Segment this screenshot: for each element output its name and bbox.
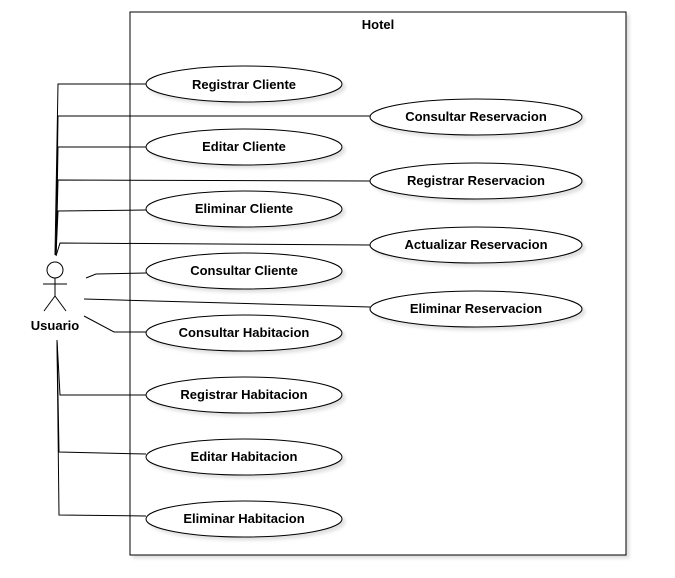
use-case-label: Registrar Habitacion [180,387,307,402]
system-title: Hotel [362,17,395,32]
actor-head [46,261,64,279]
actor-label: Usuario [31,318,79,333]
assoc-consultar-habitacion [83,315,146,333]
use-case-label: Eliminar Reservacion [410,301,542,316]
use-case-consultar-cliente: Consultar Cliente [145,252,343,290]
use-case-registrar-cliente: Registrar Cliente [145,65,343,103]
assoc-registrar-cliente [54,83,146,256]
use-case-label: Eliminar Habitacion [183,511,304,526]
use-case-consultar-reservacion: Consultar Reservacion [369,98,583,136]
use-case-editar-habitacion: Editar Habitacion [145,438,343,476]
use-case-label: Consultar Reservacion [405,109,547,124]
assoc-registrar-habitacion [56,339,146,396]
actor-left-leg [43,295,56,312]
use-case-editar-cliente: Editar Cliente [145,128,343,166]
use-case-label: Consultar Cliente [190,263,298,278]
associations [54,83,371,517]
use-case-eliminar-reservacion: Eliminar Reservacion [369,290,583,328]
use-case-registrar-reservacion: Registrar Reservacion [369,162,583,200]
actor-usuario: Usuario [31,261,79,333]
actor-right-leg [54,295,67,312]
assoc-eliminar-habitacion [56,339,147,517]
use-case-label: Registrar Cliente [192,77,296,92]
use-case-label: Eliminar Cliente [195,201,293,216]
use-case-label: Registrar Reservacion [407,173,545,188]
use-case-consultar-habitacion: Consultar Habitacion [145,314,343,352]
assoc-eliminar-cliente [55,209,147,256]
use-case-label: Actualizar Reservacion [404,237,547,252]
assoc-eliminar-reservacion [83,298,371,308]
assoc-actualizar-reservacion [55,242,371,257]
use-case-actualizar-reservacion: Actualizar Reservacion [369,226,583,264]
assoc-consultar-cliente [85,272,147,279]
use-case-registrar-habitacion: Registrar Habitacion [145,376,343,414]
use-case-label: Consultar Habitacion [179,325,310,340]
use-case-label: Editar Cliente [202,139,286,154]
use-case-eliminar-cliente: Eliminar Cliente [145,190,343,228]
use-case-eliminar-habitacion: Eliminar Habitacion [145,500,343,538]
use-case-label: Editar Habitacion [191,449,298,464]
